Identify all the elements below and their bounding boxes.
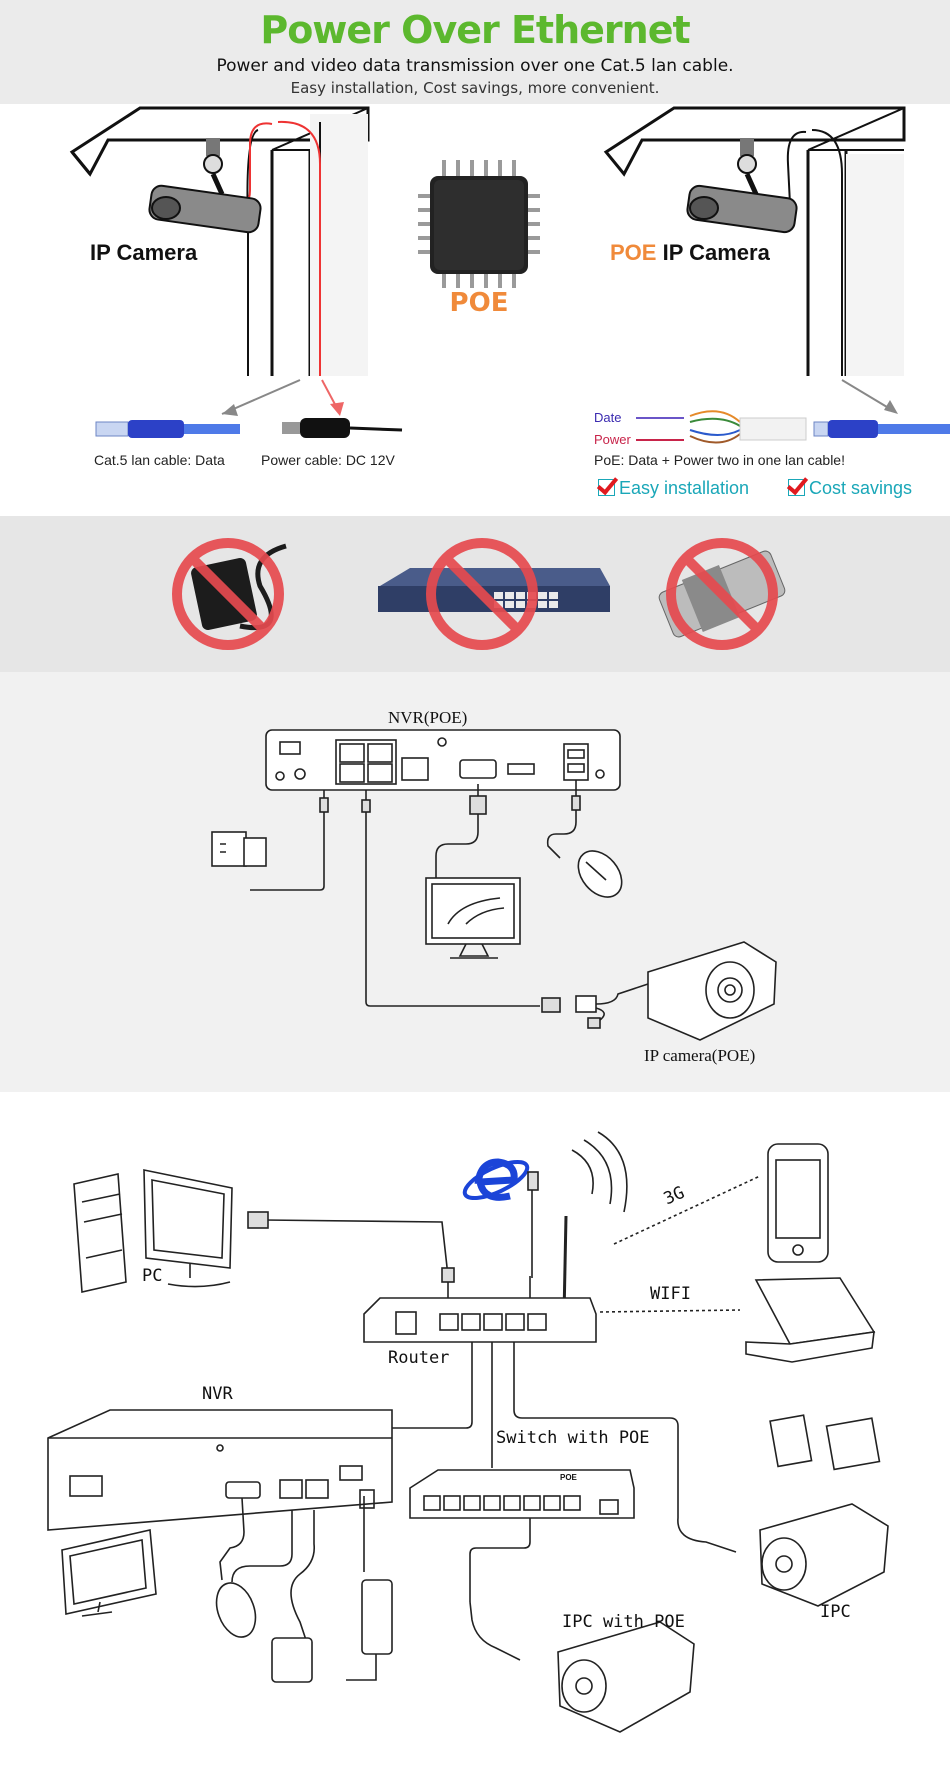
network-topology-illustration [47,1131,889,1733]
legend-power: Power [594,432,631,447]
nvr-device-drawing [265,729,621,791]
nvr-box-drawing [47,1409,393,1531]
ipc-poe-camera-drawing [557,1621,695,1733]
router-drawing [363,1297,597,1343]
pc-label: PC [142,1266,163,1286]
monitor-drawing [425,877,521,959]
nvr-label: NVR [202,1384,233,1404]
router-label: Router [388,1348,450,1368]
ipc-poe-label: IPC with POE [562,1612,685,1632]
wall-outlet-drawing [211,831,267,867]
comparison-section: IP Camera POE IP Camera POE Built-in Cat… [0,104,950,516]
mouse-drawing [577,850,623,898]
chip-label-poe: POE [449,288,509,318]
internet-explorer-icon [462,1158,530,1201]
comparison-illustration [69,106,950,444]
switch-poe-badge: POE [560,1473,577,1482]
wall-outlet-drawing [769,1414,881,1471]
ip-camera-label: IP Camera [90,240,198,265]
nvr-poe-illustration [211,729,777,1041]
nvr-poe-label: NVR(POE) [388,708,468,727]
forbidden-sign-icon [666,538,778,650]
ipc-label: IPC [820,1602,851,1622]
poe-highlight: POE [610,240,657,265]
chip-label-builtin: Built-in [459,322,499,337]
not-needed-illustration [172,538,786,650]
ipc-camera-drawing [759,1503,889,1607]
pc-drawing [73,1169,233,1293]
page-tagline: Easy installation, Cost savings, more co… [290,79,660,97]
lan-cable-icon [95,420,240,438]
right-camera-drawing [686,138,798,234]
forbidden-sign-icon [172,538,284,650]
poe-switch-drawing [409,1469,635,1519]
not-needed-section [0,516,950,672]
nvr-poe-section: NVR(POE) IP camera(POE) [0,672,950,1092]
laptop-drawing [745,1277,876,1363]
monitor-drawing [61,1529,157,1617]
page-subtitle: Power and video data transmission over o… [216,56,734,76]
ip-camera-poe-label: IP camera(POE) [644,1046,756,1065]
checkmark-icon [788,479,805,496]
power-cable-caption: Power cable: DC 12V [261,452,395,468]
poe-chip-icon [418,160,540,288]
ip-camera-drawing [541,941,777,1041]
smartphone-drawing [767,1143,829,1263]
dc-power-plug-icon [282,418,403,438]
header-banner: Power Over Ethernet Power and video data… [0,0,950,104]
checkmark-icon [598,479,615,496]
lan-cable-caption: Cat.5 lan cable: Data [94,452,225,468]
poe-lan-cable-icon [813,420,950,438]
poe-ip-camera-label: POE IP Camera [610,240,770,265]
benefit-cost-savings: Cost savings [788,478,912,499]
wifi-label: WIFI [650,1284,691,1304]
poe-caption: PoE: Data + Power two in one lan cable! [594,452,845,468]
switch-label: Switch with POE [496,1428,650,1448]
cat5-wire-bundle-icon [689,410,807,444]
benefit-easy-installation: Easy installation [598,478,749,499]
forbidden-sign-icon [426,538,538,650]
legend-date: Date [594,410,622,425]
page-title: Power Over Ethernet [260,8,690,52]
left-camera-drawing [148,138,262,234]
left-wall-drawing [69,106,370,376]
network-topology-section: PC Router NVR Switch with POE IPC with P… [0,1092,950,1784]
